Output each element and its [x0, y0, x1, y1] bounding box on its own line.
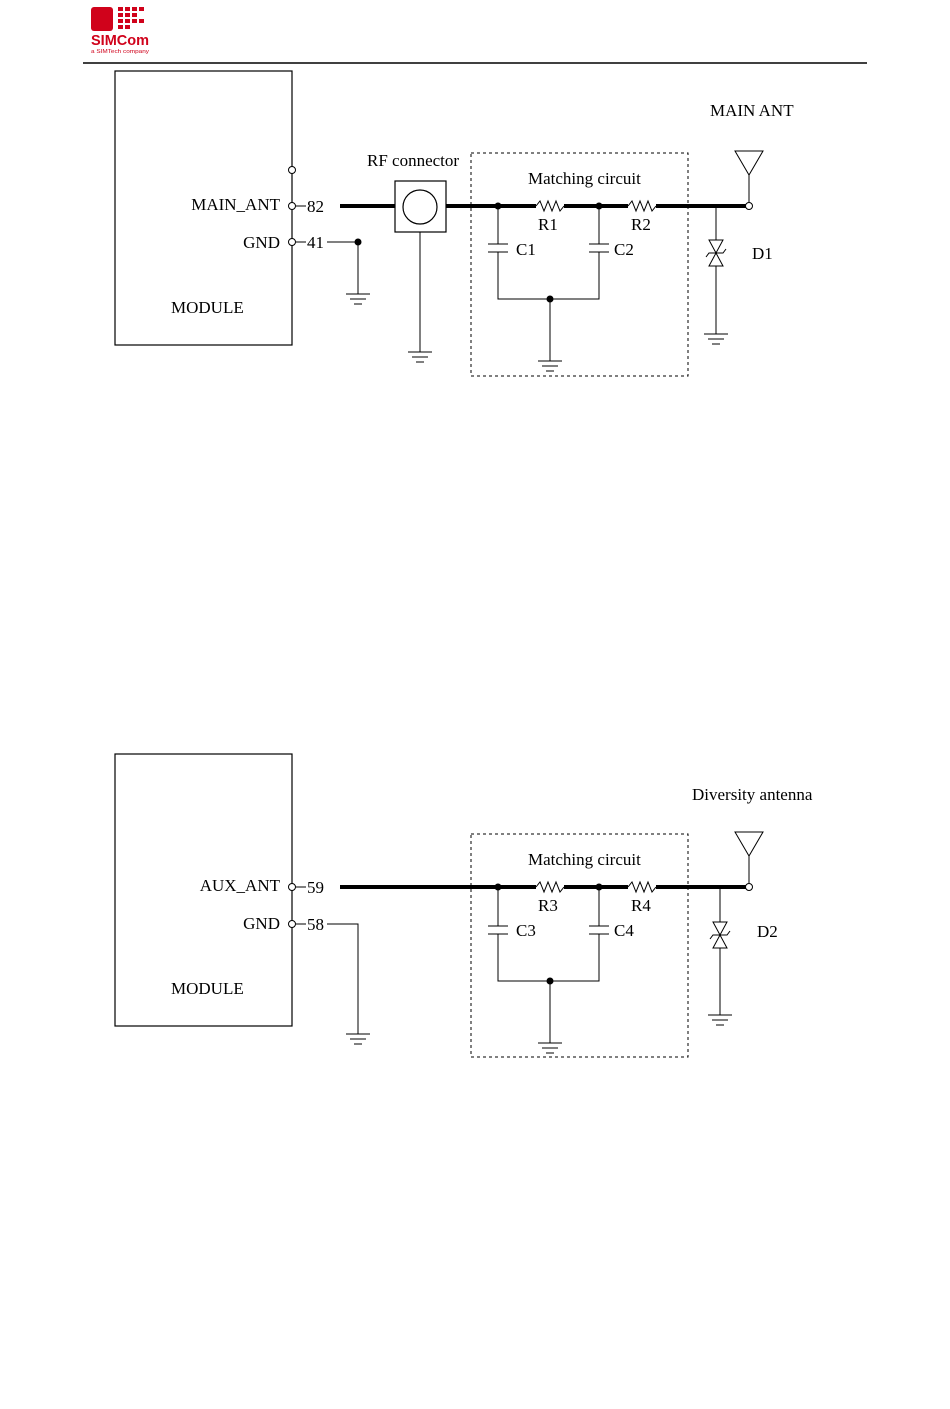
- matching-circuit-label: Matching circuit: [528, 850, 641, 869]
- cap-c1-label: C1: [516, 240, 536, 259]
- rf-connector-label: RF connector: [367, 151, 459, 170]
- pin-ant-number: 59: [307, 878, 324, 897]
- matching-circuit-label: Matching circuit: [528, 169, 641, 188]
- resistor-r1-label: R1: [538, 215, 558, 234]
- diode-d2-label: D2: [757, 922, 778, 941]
- ground-symbol: [538, 1043, 562, 1053]
- resistor-r3: [536, 882, 564, 892]
- pin-ant-name: MAIN_ANT: [191, 195, 280, 214]
- pin-gnd: [289, 239, 296, 246]
- diode-d1: [709, 253, 723, 266]
- module-label: MODULE: [171, 979, 244, 998]
- logo-tagline: a SIMTech company: [91, 49, 150, 55]
- ground-symbol: [408, 352, 432, 362]
- antenna-feed: [746, 884, 753, 891]
- diode-d2: [713, 922, 727, 935]
- pin-gnd-name: GND: [243, 233, 280, 252]
- cap-return-wire: [498, 934, 599, 981]
- ground-symbol: [708, 1015, 732, 1025]
- resistor-r2-label: R2: [631, 215, 651, 234]
- antenna-label: MAIN ANT: [710, 101, 794, 120]
- pin-ant-number: 82: [307, 197, 324, 216]
- ground-symbol: [346, 1034, 370, 1044]
- resistor-r4-label: R4: [631, 896, 651, 915]
- diode-d1-bar: [706, 249, 726, 257]
- ground-symbol: [538, 361, 562, 371]
- cap-c3-label: C3: [516, 921, 536, 940]
- simcom-logo: SIMCom a SIMTech company: [91, 7, 150, 55]
- resistor-r2: [628, 201, 656, 211]
- module-label: MODULE: [171, 298, 244, 317]
- diode-d2: [713, 935, 727, 948]
- pin-ant: [289, 203, 296, 210]
- logo-dot-grid: [118, 7, 144, 29]
- antenna-label: Diversity antenna: [692, 785, 813, 804]
- antenna-icon: [735, 832, 763, 856]
- rf-connector-port: [403, 190, 437, 224]
- diversity-antenna-diagram: AUX_ANT 59 GND 58 MODULE Matching circui…: [115, 754, 813, 1057]
- resistor-r1: [536, 201, 564, 211]
- ground-symbol: [346, 294, 370, 304]
- antenna-icon: [735, 151, 763, 175]
- pin-ant: [289, 884, 296, 891]
- logo-wordmark: SIMCom: [91, 32, 149, 49]
- gnd-wire: [327, 924, 358, 1034]
- logo-mark-block: [91, 7, 113, 31]
- diode-d1-label: D1: [752, 244, 773, 263]
- unused-pin: [289, 167, 296, 174]
- cap-c4-label: C4: [614, 921, 634, 940]
- antenna-feed: [746, 203, 753, 210]
- pin-gnd: [289, 921, 296, 928]
- resistor-r4: [628, 882, 656, 892]
- diode-d1: [709, 240, 723, 253]
- cap-return-wire: [498, 252, 599, 299]
- resistor-r3-label: R3: [538, 896, 558, 915]
- ground-symbol: [704, 334, 728, 344]
- pin-gnd-name: GND: [243, 914, 280, 933]
- cap-c2-label: C2: [614, 240, 634, 259]
- diode-d2-bar: [710, 931, 730, 939]
- pin-ant-name: AUX_ANT: [200, 876, 281, 895]
- pin-gnd-number: 41: [307, 233, 324, 252]
- pin-gnd-number: 58: [307, 915, 324, 934]
- main-antenna-diagram: MAIN_ANT 82 GND 41 MODULE RF connector M…: [115, 71, 794, 376]
